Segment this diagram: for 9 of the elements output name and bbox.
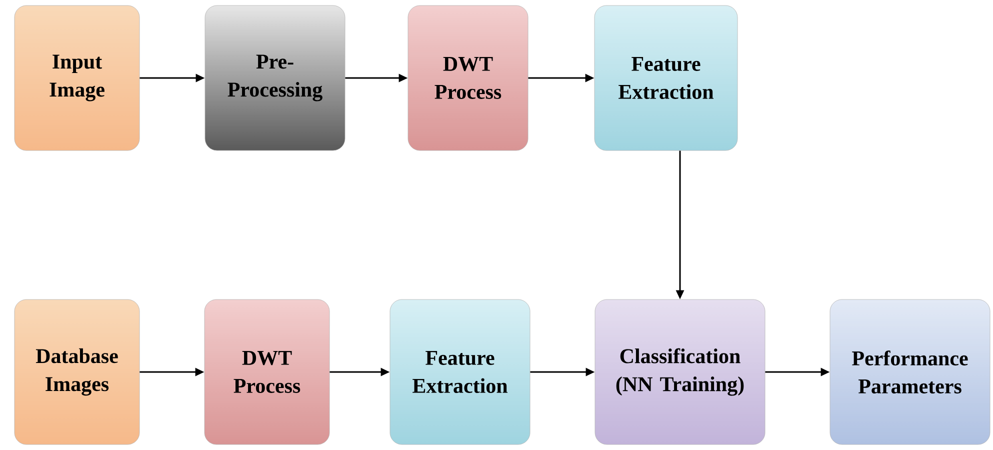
process-box: Feature Extraction <box>594 5 738 151</box>
process-box: Database Images <box>14 299 140 445</box>
process-box: Pre-Processing <box>204 5 346 151</box>
process-box: DWT Process <box>204 299 330 445</box>
process-box: Input Image <box>14 5 140 151</box>
process-box: Classification (NN Training) <box>594 299 766 445</box>
process-box: Feature Extraction <box>390 299 530 445</box>
process-box: DWT Process <box>408 5 528 151</box>
process-box: Performance Parameters <box>830 299 990 445</box>
